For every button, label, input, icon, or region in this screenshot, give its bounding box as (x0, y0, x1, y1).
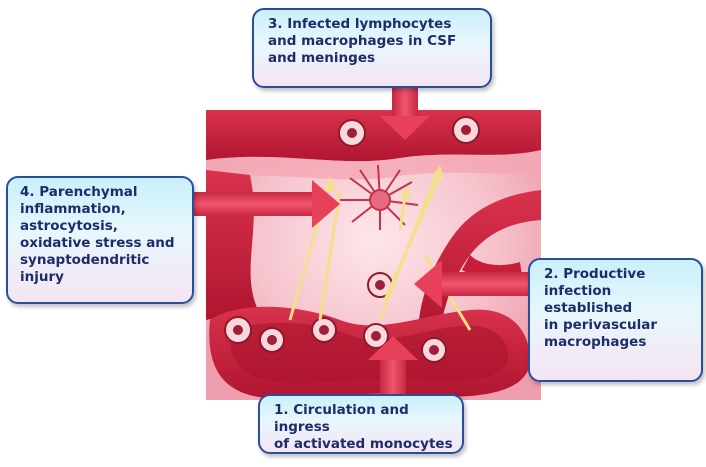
callout-step-1-circulation-ingress: 1. Circulation and ingress of activated … (258, 394, 464, 454)
callout-step-4-parenchymal-inflammation: 4. Parenchymal inflammation, astrocytosi… (6, 176, 194, 304)
callout-step-2-productive-infection: 2. Productive infection established in p… (528, 258, 703, 382)
callout-step-3-infected-lymphocytes: 3. Infected lymphocytes and macrophages … (252, 8, 492, 88)
